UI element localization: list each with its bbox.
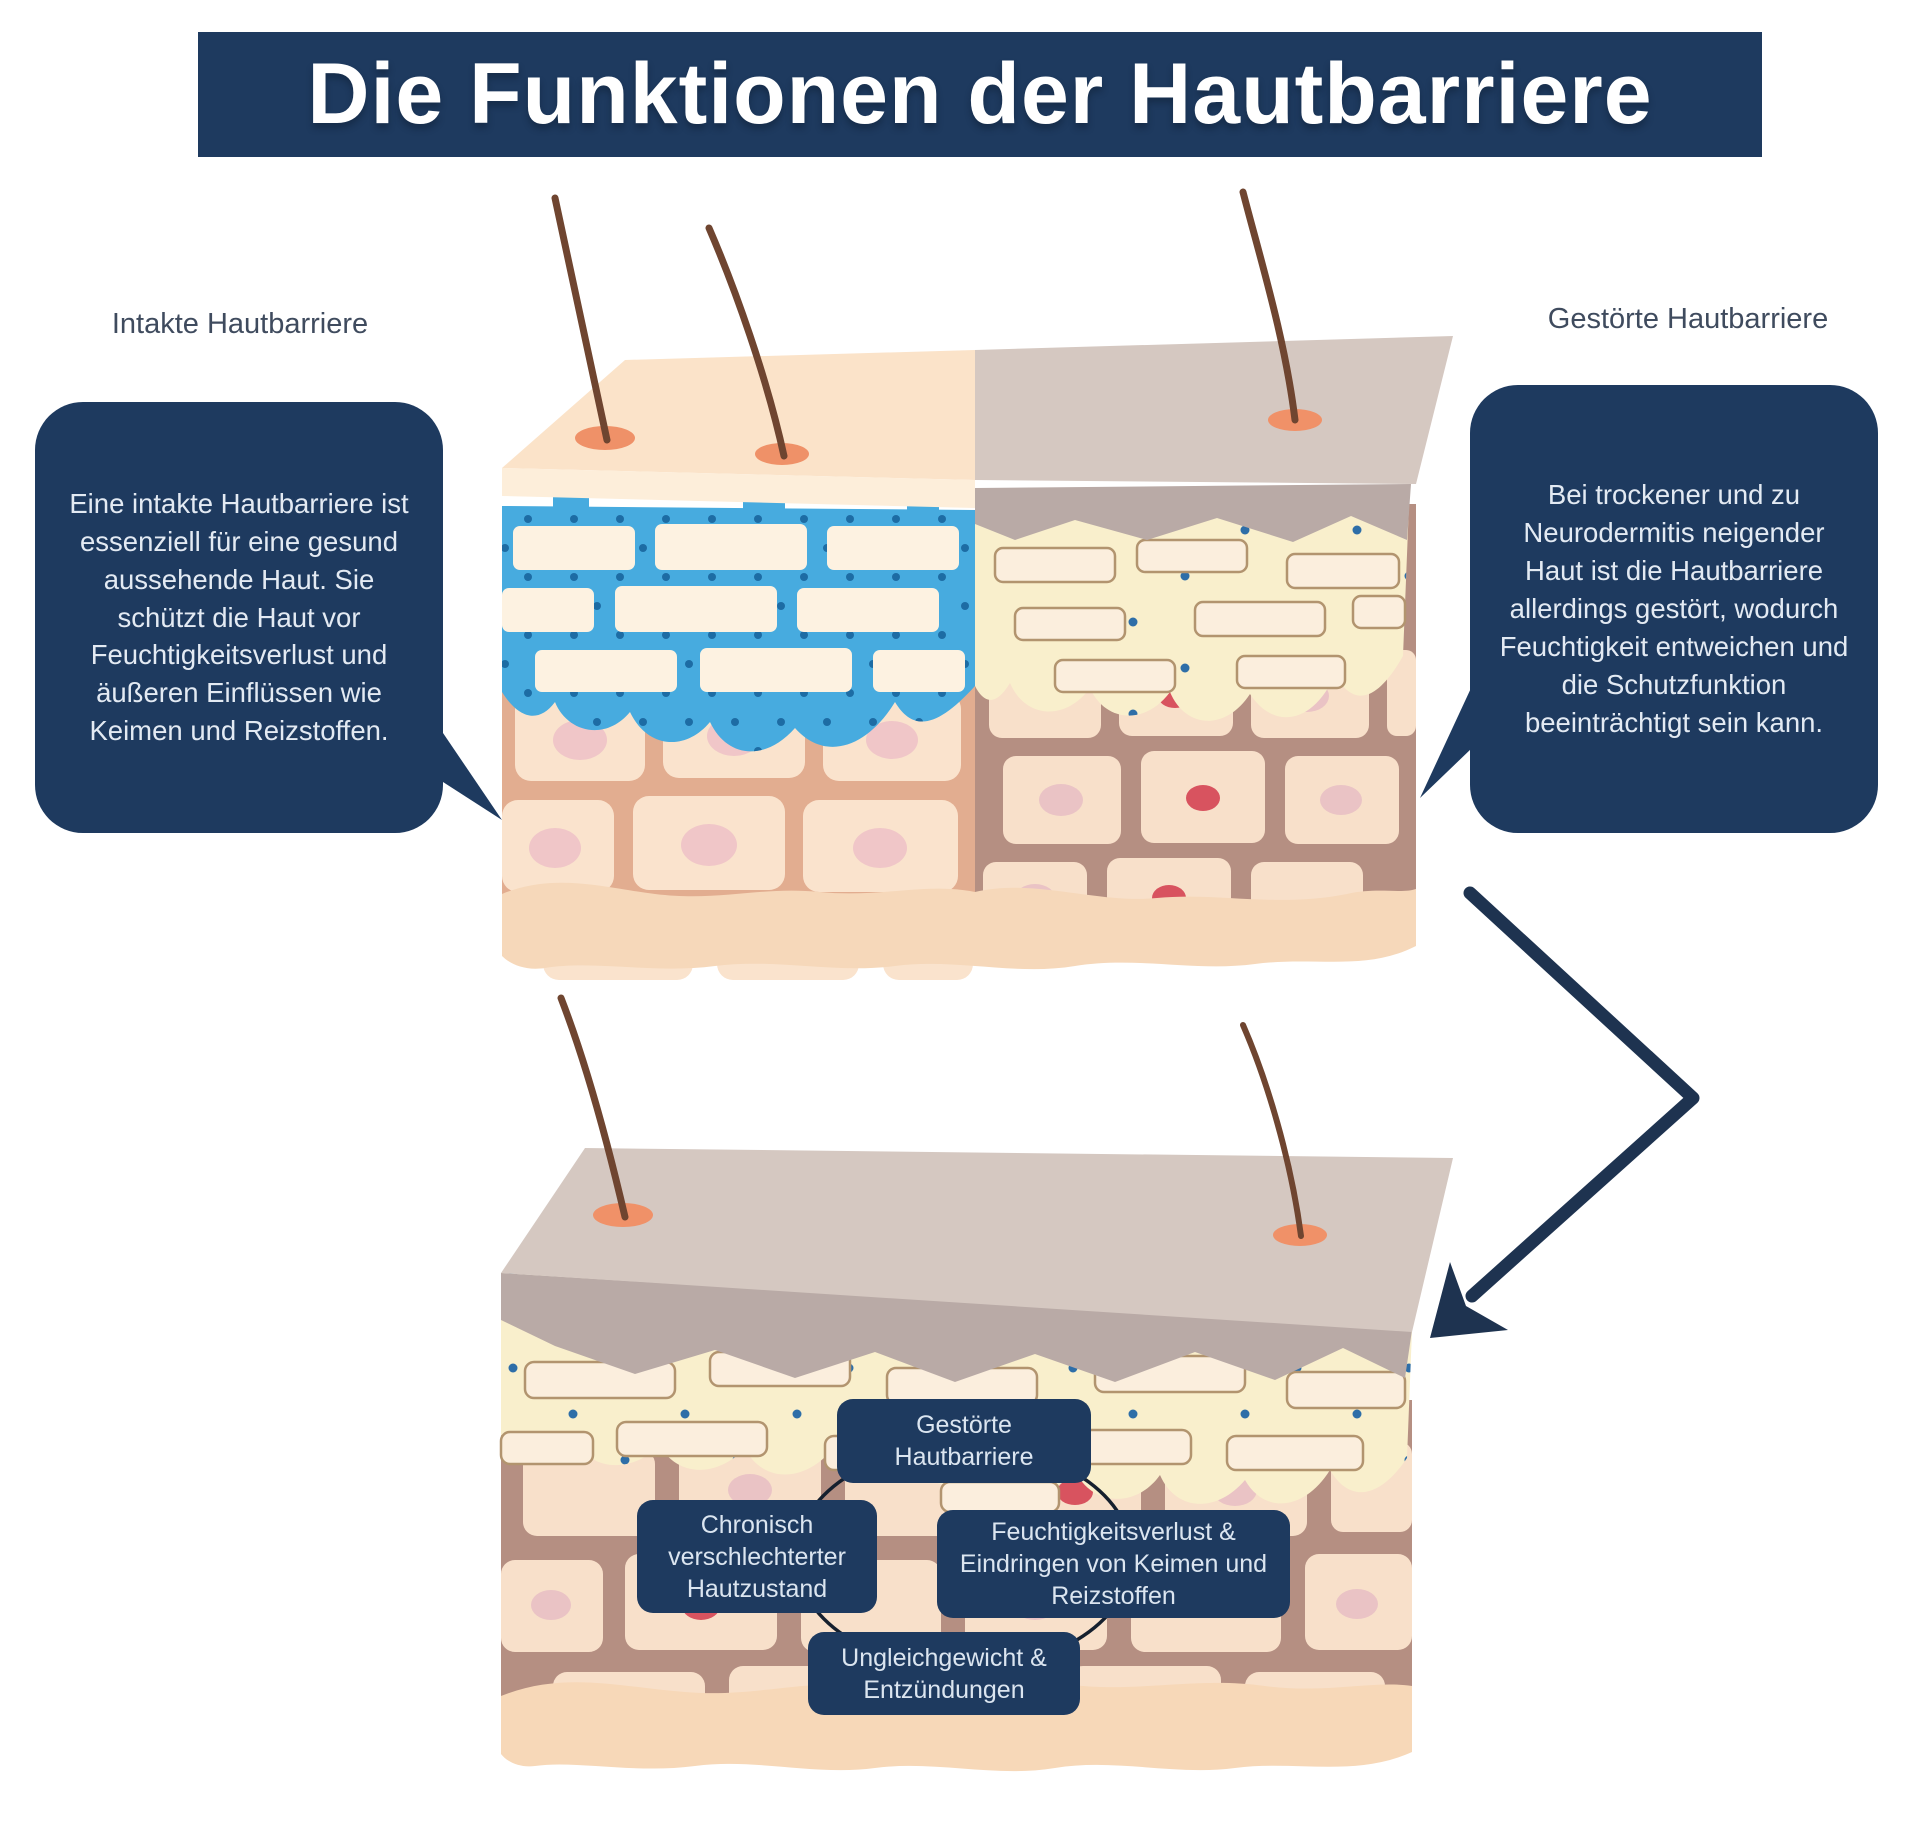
callout-intact-text: Eine intakte Hautbarriere ist essenziell… — [69, 487, 409, 747]
dermis-band — [501, 1681, 1412, 1772]
callout-disturbed: Bei trockener und zu Neurodermitis neige… — [1470, 385, 1878, 833]
intact-lipid-layer — [502, 478, 975, 752]
title-banner: Die Funktionen der Hautbarriere — [198, 32, 1762, 157]
disturbed-lipid-layer — [975, 504, 1409, 721]
callout-intact: Eine intakte Hautbarriere ist essenziell… — [35, 402, 443, 833]
cycle-box-imbalance-inflammation: Ungleichgewicht & Entzündungen — [808, 1632, 1080, 1715]
cycle-box-label: Chronisch verschlechterter Hautzustand — [668, 1510, 846, 1603]
dry-surface-top — [501, 1148, 1453, 1332]
cycle-box-disturbed-barrier: Gestörte Hautbarriere — [837, 1399, 1091, 1483]
skin-comparison-illustration — [502, 188, 1453, 980]
disturbed-corneocyte-bricks — [993, 538, 1407, 694]
dermis-band — [502, 882, 1416, 970]
cycle-box-label: Feuchtigkeitsverlust & Eindringen von Ke… — [959, 1518, 1268, 1610]
dry-flaky-band — [501, 1273, 1412, 1382]
cycle-box-label: Ungleichgewicht & Entzündungen — [841, 1643, 1047, 1704]
callout-disturbed-text: Bei trockener und zu Neurodermitis neige… — [1499, 479, 1849, 738]
hair-icon — [1239, 188, 1322, 431]
cycle-box-label: Gestörte Hautbarriere — [894, 1411, 1034, 1471]
cycle-box-moisture-loss: Feuchtigkeitsverlust & Eindringen von Ke… — [937, 1510, 1290, 1618]
hair-icon — [1240, 1022, 1327, 1246]
intact-surface-top — [502, 350, 975, 480]
label-intact-barrier: Intakte Hautbarriere — [111, 308, 369, 340]
page-title: Die Funktionen der Hautbarriere — [307, 46, 1653, 142]
intact-surface-front — [502, 468, 975, 508]
dry-flaky-band — [975, 484, 1411, 542]
callout-intact-tail — [443, 733, 502, 820]
hair-icon — [705, 224, 809, 465]
cycle-box-chronic-condition: Chronisch verschlechterter Hautzustand — [637, 1500, 877, 1613]
dry-surface-top — [975, 336, 1453, 484]
hair-icon — [551, 194, 635, 450]
hair-icon — [557, 994, 653, 1227]
intact-corneocyte-bricks — [502, 524, 965, 692]
label-disturbed-barrier: Gestörte Hautbarriere — [1547, 303, 1829, 335]
